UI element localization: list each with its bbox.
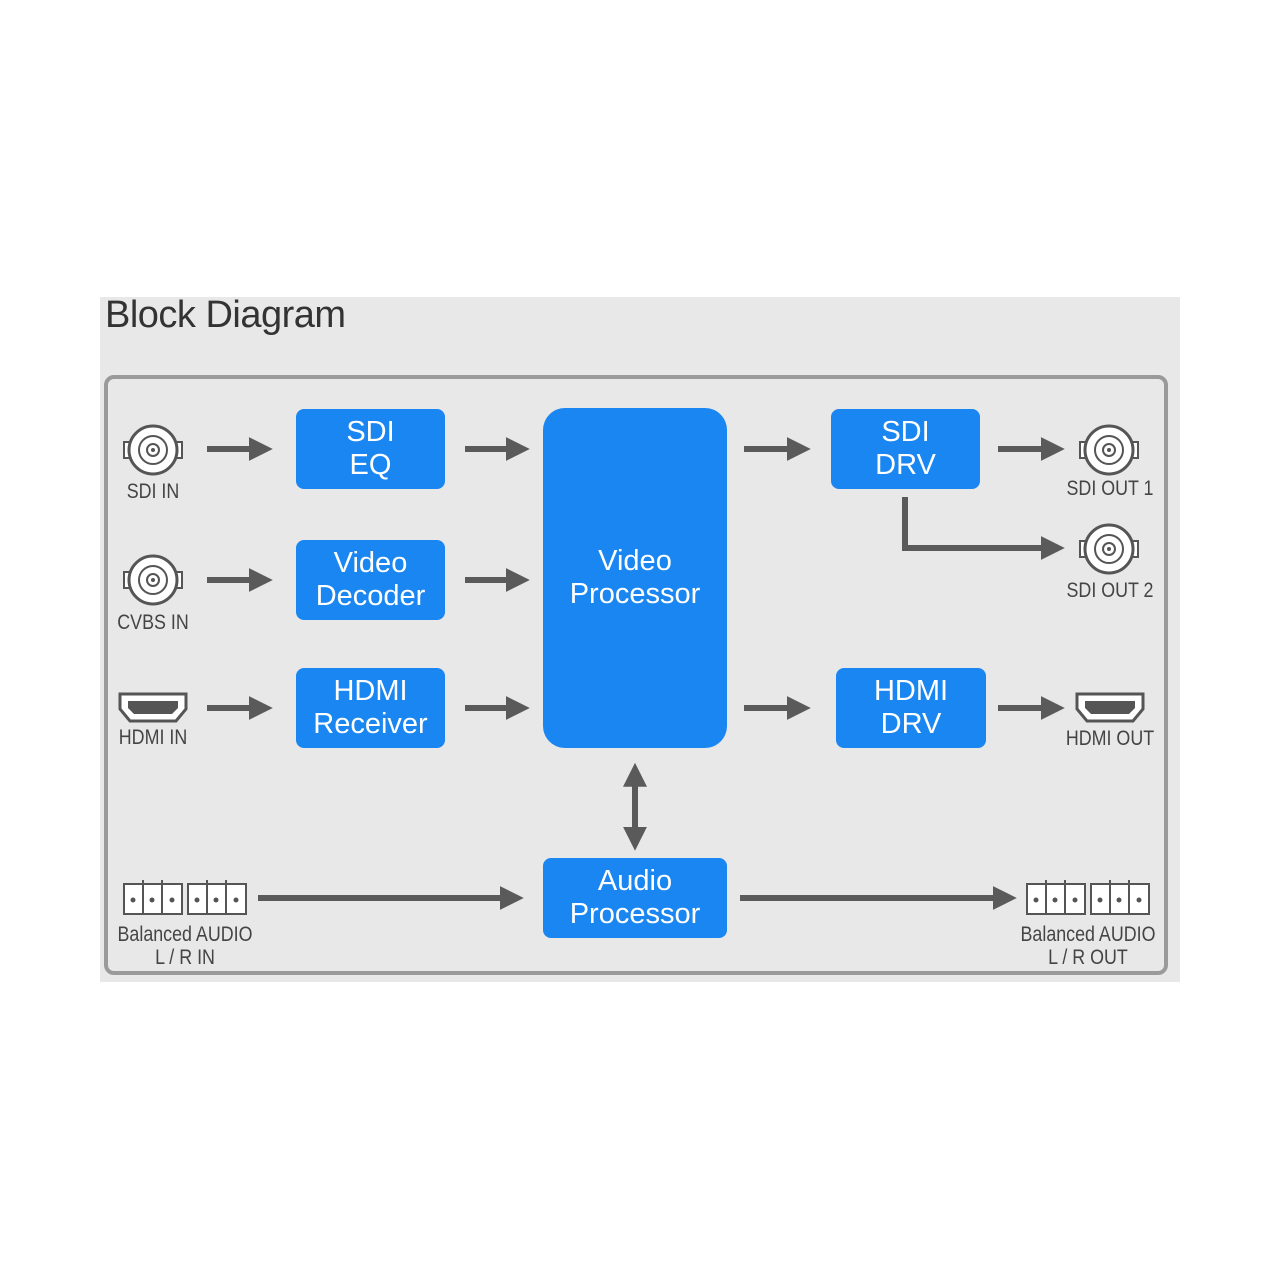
block-sdi-eq-line1: SDI xyxy=(346,416,395,448)
label-sdi-in: SDI IN xyxy=(126,480,180,503)
bnc-connector-icon xyxy=(123,424,183,476)
block-sdi-eq-line2: EQ xyxy=(349,449,392,481)
terminal-block-icon xyxy=(1026,880,1150,915)
label-cvbs-in: CVBS IN xyxy=(117,611,189,634)
block-video-processor-line1: Video xyxy=(598,545,672,577)
block-video-processor: Video Processor xyxy=(543,408,727,748)
block-sdi-drv-line2: DRV xyxy=(875,449,936,481)
arrow-sdi-drv-to-out2 xyxy=(902,497,1065,560)
hdmi-port-icon xyxy=(118,692,188,723)
block-video-processor-line2: Processor xyxy=(569,578,701,610)
block-hdmi-receiver-line2: Receiver xyxy=(313,708,428,740)
label-audio-in-line2: L / R IN xyxy=(155,946,215,969)
label-sdi-out-2: SDI OUT 2 xyxy=(1066,579,1154,602)
label-hdmi-out: HDMI OUT xyxy=(1065,727,1155,750)
bnc-connector-icon xyxy=(1079,523,1139,575)
bnc-connector-icon xyxy=(123,554,183,606)
block-sdi-drv: SDI DRV xyxy=(831,409,980,489)
block-sdi-drv-line1: SDI xyxy=(881,416,930,448)
label-hdmi-in: HDMI IN xyxy=(118,726,188,749)
block-audio-processor-line1: Audio xyxy=(597,865,673,897)
block-hdmi-drv-line1: HDMI xyxy=(873,675,949,707)
block-hdmi-drv-line2: DRV xyxy=(880,708,942,740)
bnc-connector-icon xyxy=(1079,424,1139,476)
label-audio-out-line2: L / R OUT xyxy=(1048,946,1128,969)
label-sdi-out-1: SDI OUT 1 xyxy=(1066,477,1154,500)
block-video-decoder-line2: Decoder xyxy=(315,580,426,612)
block-audio-processor: Audio Processor xyxy=(543,858,727,938)
block-audio-processor-line2: Processor xyxy=(569,898,701,930)
block-hdmi-drv: HDMI DRV xyxy=(836,668,986,748)
block-sdi-eq: SDI EQ xyxy=(296,409,445,489)
block-video-decoder: Video Decoder xyxy=(296,540,445,620)
diagram-frame xyxy=(104,375,1168,975)
block-hdmi-receiver-line1: HDMI xyxy=(333,675,408,707)
hdmi-port-icon xyxy=(1075,692,1145,723)
terminal-block-icon xyxy=(123,880,247,915)
label-audio-out-line1: Balanced AUDIO xyxy=(1020,923,1156,946)
page-title: Block Diagram xyxy=(105,294,346,336)
block-hdmi-receiver: HDMI Receiver xyxy=(296,668,445,748)
block-video-decoder-line1: Video xyxy=(333,547,408,579)
label-audio-in-line1: Balanced AUDIO xyxy=(117,923,253,946)
